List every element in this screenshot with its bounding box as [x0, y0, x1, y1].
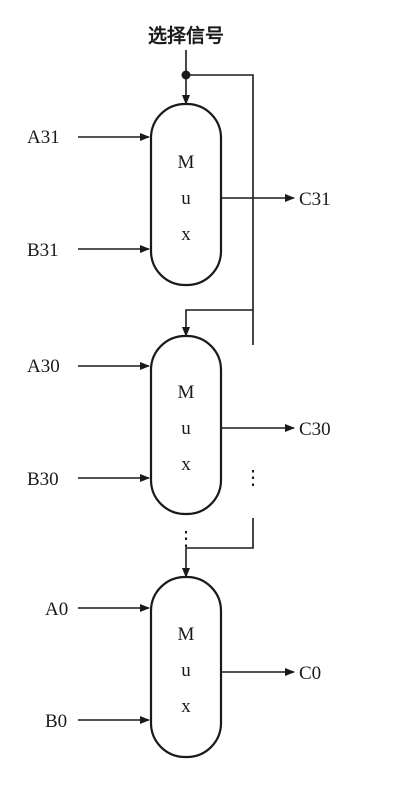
select-signal-title: 选择信号 [148, 24, 224, 47]
mux-letter-x: x [181, 454, 191, 475]
input-b-label: B31 [27, 240, 59, 261]
input-a-label: A31 [27, 127, 60, 148]
input-b-label: B0 [45, 711, 67, 732]
mux-body [149, 102, 223, 287]
mux-letter-x: x [181, 696, 191, 717]
input-a-label: A30 [27, 356, 60, 377]
input-a-label: A0 [45, 599, 68, 620]
output-label: C0 [299, 663, 321, 684]
mux-body [149, 334, 223, 516]
select-bus [186, 74, 254, 345]
mux-letter-u: u [181, 418, 191, 439]
output-label: C31 [299, 189, 331, 210]
select-branch-mux30 [182, 309, 253, 337]
mux-ellipsis: ⋮ [176, 528, 196, 550]
input-b-label: B30 [27, 469, 59, 490]
mux-body [149, 575, 223, 759]
mux-30: M u x A30 B30 C30 [27, 334, 331, 516]
mux-letter-u: u [181, 188, 191, 209]
output-label: C30 [299, 419, 331, 440]
mux-letter-m: M [178, 152, 195, 173]
mux-letter-m: M [178, 382, 195, 403]
mux-letter-m: M [178, 624, 195, 645]
mux-31: M u x A31 B31 C31 [27, 102, 331, 287]
bus-ellipsis: ⋮ [243, 467, 263, 489]
select-branch-mux0 [182, 518, 254, 578]
mux-letter-x: x [181, 224, 191, 245]
mux-0: M u x A0 B0 C0 [45, 575, 321, 759]
mux-letter-u: u [181, 660, 191, 681]
